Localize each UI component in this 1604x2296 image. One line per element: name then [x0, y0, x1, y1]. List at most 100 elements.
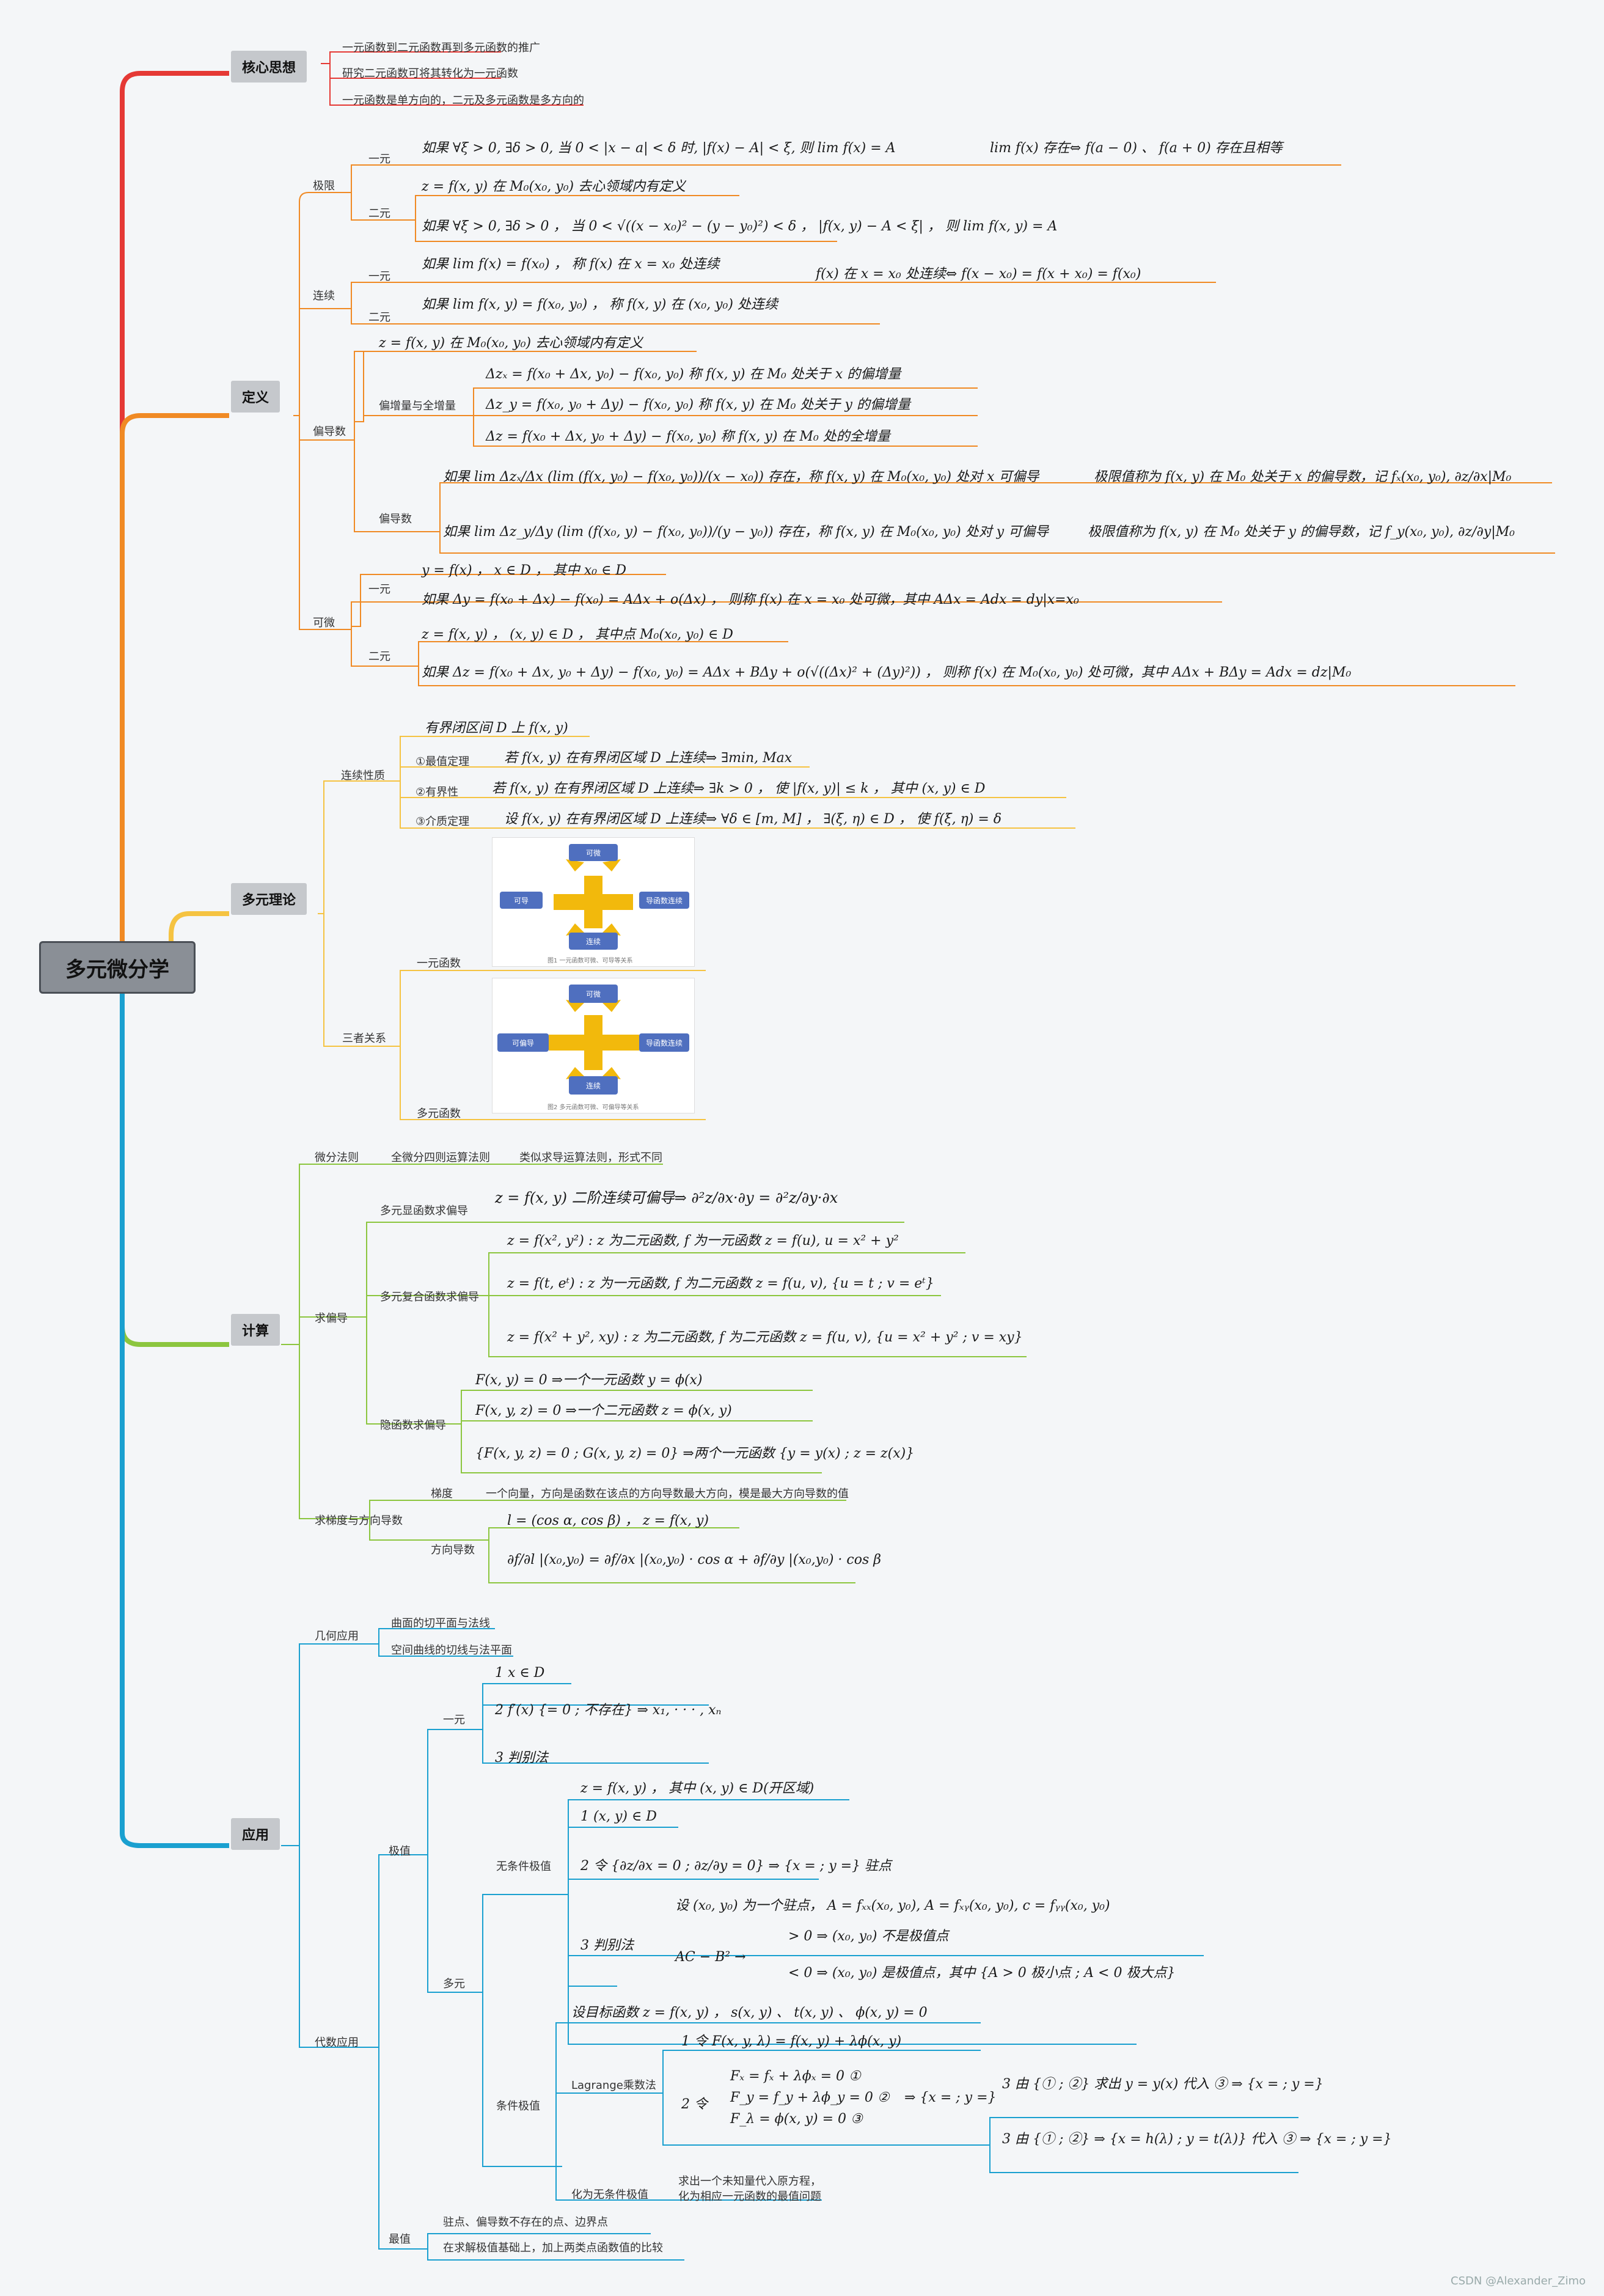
calc-rule-a: 全微分四则运算法则 [391, 1151, 490, 1164]
theory-t1-label: ①最值定理 [416, 755, 470, 768]
app-extremum-label: 极值 [389, 1845, 411, 1858]
calc-gradient-label: 梯度 [431, 1487, 453, 1500]
app-one-step1: 1 x ∈ D [495, 1665, 545, 1681]
def-limit-one-label: 一元 [368, 153, 390, 166]
relation-arrows-one [554, 859, 633, 936]
calc-explicit-label: 多元显函数求偏导 [380, 1205, 468, 1217]
relation-diagram-multi: 可微 可偏导 导函数连续 连续 图2 多元函数可微、可偏导等关系 [492, 978, 695, 1113]
core-item-1: 一元函数到二元函数再到多元函数的推广 [342, 42, 540, 54]
def-diff-one-b: 如果 Δy = f(x₀ + Δx) − f(x₀) = AΔx + o(Δx)… [422, 592, 1079, 607]
app-lagrange-label: Lagrange乘数法 [571, 2079, 656, 2092]
def-inc-x: Δzₓ = f(x₀ + Δx, y₀) − f(x₀, y₀) 称 f(x, … [486, 367, 901, 382]
section-calc[interactable]: 计算 [231, 1314, 280, 1346]
theory-t3-formula: 设 f(x, y) 在有界闭区域 D 上连续⇒ ∀δ ∈ [m, M] ， ∃(… [504, 812, 1002, 827]
node-continuous: 连续 [569, 933, 618, 950]
calc-implicit-label: 隐函数求偏导 [380, 1419, 446, 1432]
node-derivative-continuous: 导函数连续 [639, 892, 689, 909]
node-differentiable: 可微 [569, 844, 618, 861]
calc-composite-a: z = f(x², y²) : z 为二元函数, f 为一元函数 z = f(u… [507, 1233, 899, 1249]
app-unc-neg: < 0 ⇒ (x₀, y₀) 是极值点，其中 {A > 0 极小点 ; A < … [788, 1965, 1176, 1981]
trunk-calc [120, 990, 229, 1347]
diagram-caption-one: 图1 一元函数可微、可导等关系 [547, 958, 633, 964]
app-unc-discriminant: AC − B² → [675, 1949, 746, 1965]
def-limit-one-right: lim f(x) 存在⇔ f(a − 0) 、 f(a + 0) 存在且相等 [990, 141, 1283, 156]
app-to-unc-text1: 求出一个未知量代入原方程， [678, 2175, 821, 2188]
app-geo-label: 几何应用 [315, 1630, 359, 1643]
app-unc-domain: z = f(x, y) ， 其中 (x, y) ∈ D(开区域) [580, 1781, 815, 1796]
app-to-unc-text2: 化为相应一元函数的最值问题 [678, 2190, 821, 2203]
app-to-unconditional-label: 化为无条件极值 [571, 2188, 648, 2201]
app-max-a: 驻点、偏导数不存在的点、边界点 [443, 2216, 608, 2229]
theory-t3-label: ③介质定理 [416, 815, 470, 828]
app-unc-step1: 1 (x, y) ∈ D [580, 1809, 657, 1824]
def-cont-label: 连续 [313, 290, 335, 303]
node-derivable: 可导 [500, 892, 543, 909]
core-item-2: 研究二元函数可将其转化为一元函数 [342, 67, 518, 80]
def-pd-domain: z = f(x, y) 在 M₀(x₀, y₀) 去心领域内有定义 [379, 336, 643, 351]
core-item-3: 一元函数是单方向的，二元及多元函数是多方向的 [342, 94, 584, 107]
relation-arrows-multi [549, 1000, 639, 1079]
def-diff-two-b: 如果 Δz = f(x₀ + Δx, y₀ + Δy) − f(x₀, y₀) … [422, 665, 1352, 680]
trunk-def [120, 413, 229, 941]
app-unconditional-label: 无条件极值 [496, 1860, 551, 1873]
theory-t1-formula: 若 f(x, y) 在有界闭区域 D 上连续⇒ ∃min, Max [504, 750, 793, 766]
theory-relation-label: 三者关系 [342, 1032, 386, 1045]
def-limit-two-label: 二元 [368, 207, 390, 220]
def-pd-x: 如果 lim Δzₓ/Δx (lim (f(x, y₀) − f(x₀, y₀)… [443, 469, 1039, 485]
diagram-caption-multi: 图2 多元函数可微、可偏导等关系 [547, 1104, 639, 1111]
def-cont-one-right: f(x) 在 x = x₀ 处连续⇔ f(x − x₀) = f(x + x₀)… [816, 266, 1141, 282]
app-max-label: 最值 [389, 2233, 411, 2246]
app-lag-step3b: 3 由 {① ; ②} ⇒ {x = h(λ) ; y = t(λ)} 代入 ③… [1002, 2132, 1392, 2147]
app-alg-label: 代数应用 [315, 2036, 359, 2049]
calc-gradient-text: 一个向量，方向是函数在该点的方向导数最大方向，模是最大方向导数的值 [486, 1487, 849, 1500]
def-pd-y-right: 极限值称为 f(x, y) 在 M₀ 处关于 y 的偏导数，记 f_y(x₀, … [1088, 524, 1515, 540]
calc-rule-label: 微分法则 [315, 1151, 359, 1164]
calc-composite-b: z = f(t, eᵗ) : z 为一元函数, f 为二元函数 z = f(u,… [507, 1276, 934, 1291]
theory-cont-prop-label: 连续性质 [341, 769, 385, 782]
root-node[interactable]: 多元微分学 [39, 941, 196, 994]
theory-closed-domain: 有界闭区间 D 上 f(x, y) [425, 721, 568, 736]
def-pd-x-right: 极限值称为 f(x, y) 在 M₀ 处关于 x 的偏导数，记 fₓ(x₀, y… [1094, 469, 1512, 485]
node-differentiable-multi: 可微 [569, 985, 618, 1003]
calc-directional-b: ∂f/∂l |(x₀,y₀) = ∂f/∂x |(x₀,y₀) · cos α … [507, 1552, 881, 1568]
app-max-b: 在求解极值基础上，加上两类点函数值的比较 [443, 2242, 663, 2254]
def-limit-one-formula: 如果 ∀ξ > 0, ∃δ > 0, 当 0 < |x − a| < δ 时, … [422, 141, 896, 156]
node-derivative-continuous-multi: 导函数连续 [639, 1033, 689, 1052]
calc-composite-c: z = f(x² + y², xy) : z 为二元函数, f 为二元函数 z … [507, 1330, 1023, 1345]
app-geo-b: 空间曲线的切线与法平面 [391, 1644, 512, 1657]
app-lag-eq1: Fₓ = fₓ + λϕₓ = 0 ① [730, 2069, 861, 2084]
trunk-core [120, 71, 229, 941]
def-limit-label: 极限 [313, 180, 335, 193]
calc-rule-b: 类似求导运算法则，形式不同 [519, 1151, 662, 1164]
theory-rel-multi-label: 多元函数 [417, 1107, 461, 1120]
app-lag-eq3: F_λ = ϕ(x, y) = 0 ③ [730, 2111, 863, 2127]
section-application[interactable]: 应用 [231, 1818, 280, 1850]
theory-t2-label: ②有界性 [416, 786, 459, 799]
app-multi-label: 多元 [443, 1978, 465, 1990]
section-theory[interactable]: 多元理论 [231, 883, 307, 915]
app-one-step2: 2 f′(x) {= 0 ; 不存在} ⇒ x₁, · · · , xₙ [495, 1703, 722, 1718]
def-pd2-label: 偏导数 [379, 513, 412, 526]
theory-t2-formula: 若 f(x, y) 在有界闭区域 D 上连续⇒ ∃k > 0 ， 使 |f(x,… [492, 781, 986, 796]
trunk-theory [169, 911, 229, 941]
def-diff-two-a: z = f(x, y) ， (x, y) ∈ D ， 其中点 M₀(x₀, y₀… [422, 627, 733, 642]
app-one-label: 一元 [443, 1714, 465, 1726]
app-lag-result: ⇒ {x = ; y =} [904, 2090, 997, 2105]
def-cont-one-label: 一元 [368, 270, 390, 283]
calc-explicit-formula: z = f(x, y) 二阶连续可偏导⇒ ∂²z/∂x·∂y = ∂²z/∂y·… [495, 1189, 838, 1206]
def-diff-one-a: y = f(x) ， x ∈ D ， 其中 x₀ ∈ D [422, 563, 626, 578]
calc-grad-label: 求梯度与方向导数 [315, 1514, 403, 1527]
section-definition[interactable]: 定义 [231, 381, 280, 413]
calc-pd-label: 求偏导 [315, 1312, 348, 1325]
node-continuous-multi: 连续 [569, 1076, 618, 1095]
calc-implicit-a: F(x, y) = 0 ⇒一个一元函数 y = ϕ(x) [475, 1373, 703, 1388]
calc-implicit-b: F(x, y, z) = 0 ⇒一个二元函数 z = ϕ(x, y) [475, 1403, 732, 1418]
section-core[interactable]: 核心思想 [231, 51, 307, 83]
app-unc-step3: 3 判别法 [580, 1938, 634, 1953]
trunk-app [120, 990, 229, 1848]
app-unc-stationary: 设 (x₀, y₀) 为一个驻点， A = fₓₓ(x₀, y₀), A = f… [675, 1898, 1110, 1913]
def-limit-two-b: 如果 ∀ξ > 0, ∃δ > 0 ， 当 0 < √((x − x₀)² − … [422, 219, 1058, 234]
def-pd-label: 偏导数 [313, 425, 346, 438]
def-inc-y: Δz_y = f(x₀, y₀ + Δy) − f(x₀, y₀) 称 f(x,… [486, 397, 910, 413]
